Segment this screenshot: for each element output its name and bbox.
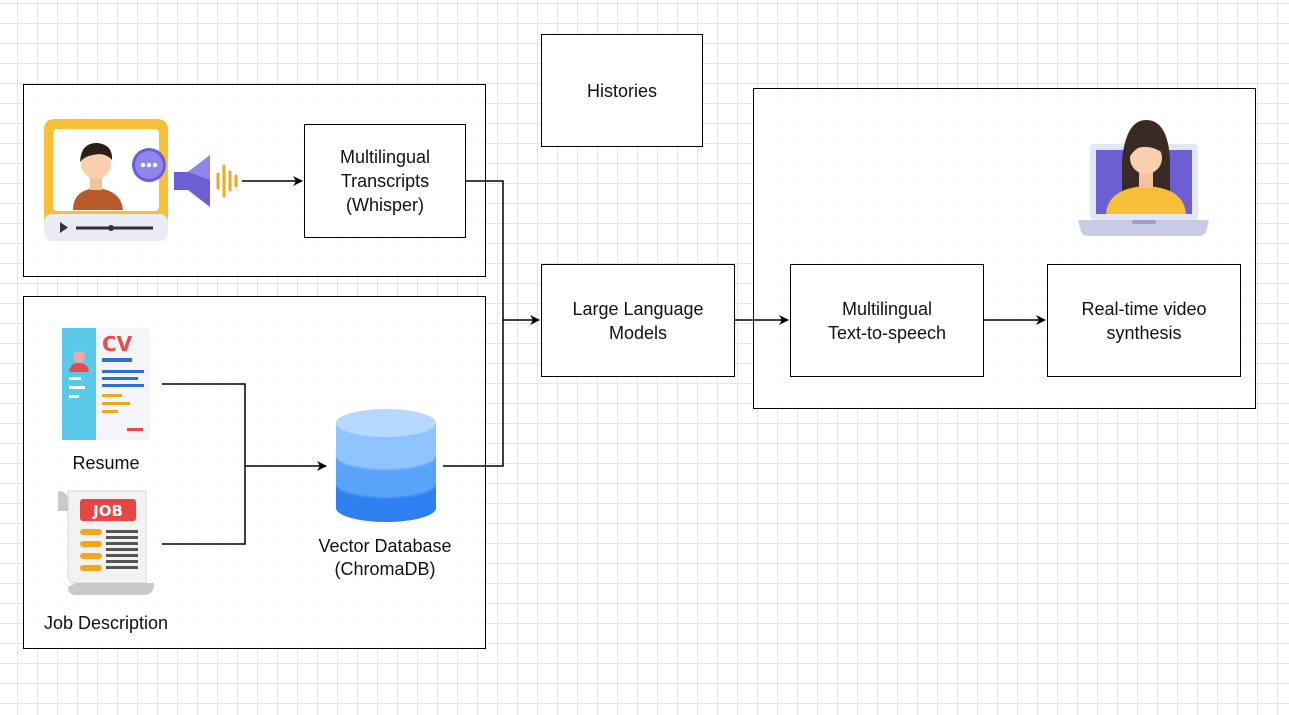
video-synthesis-node[interactable]: Real-time video synthesis — [1047, 264, 1241, 377]
job-text: JOB — [92, 502, 123, 520]
cv-document-icon: CV — [62, 328, 150, 440]
database-icon — [336, 409, 436, 522]
laptop-avatar-icon — [1078, 120, 1209, 236]
speaker-icon — [174, 155, 238, 207]
histories-node[interactable]: Histories — [541, 34, 703, 147]
tts-node[interactable]: Multilingual Text-to-speech — [790, 264, 984, 377]
cv-text: CV — [102, 332, 133, 356]
transcripts-node[interactable]: Multilingual Transcripts (Whisper) — [304, 124, 466, 238]
job-connector — [162, 466, 246, 545]
resume-connector — [162, 383, 246, 466]
vector-database-label: Vector Database (ChromaDB) — [318, 536, 452, 579]
transcripts-to-llm-connector — [466, 180, 540, 325]
job-scroll-icon: JOB — [58, 490, 154, 595]
resume-label: Resume — [72, 453, 140, 473]
llm-node[interactable]: Large Language Models — [541, 264, 735, 377]
video-call-icon — [44, 119, 168, 241]
database-to-llm-connector — [443, 320, 504, 467]
job-description-label: Job Description — [43, 613, 169, 633]
